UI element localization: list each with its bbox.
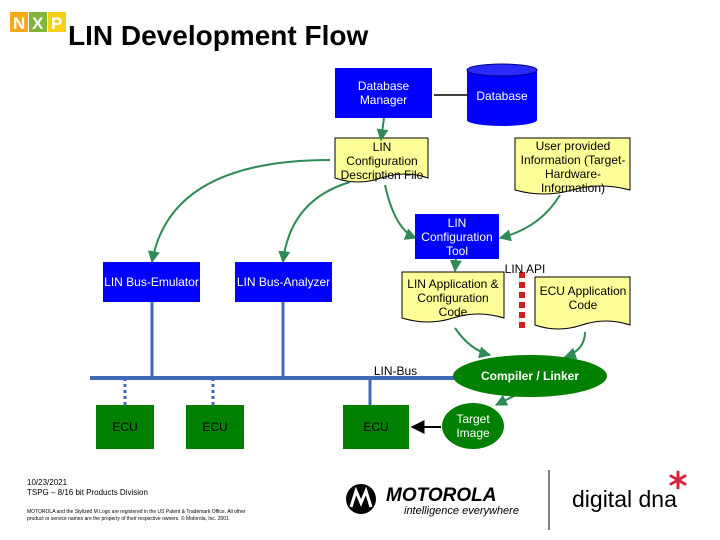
arrow-ldf-to-emulator <box>147 159 331 264</box>
bus-analyzer-label: LIN Bus-Analyzer <box>236 275 331 289</box>
bus-emulator-label: LIN Bus-Emulator <box>104 275 199 289</box>
target-image-ellipse <box>442 403 504 449</box>
compiler-ellipse <box>453 355 607 397</box>
compiler-linker-label: Compiler / Linker <box>480 369 580 383</box>
page-title: LIN Development Flow <box>68 20 369 51</box>
ecu-box-3: ECU <box>343 405 409 449</box>
arrow-dbmanager-to-ldf <box>376 117 389 142</box>
database-box: Database <box>467 78 537 114</box>
database-label: Database <box>476 89 528 103</box>
arrow-ldf-to-configtool <box>384 184 418 240</box>
ldf-note-shape <box>334 137 429 183</box>
target-image-label: Target Image <box>456 412 490 440</box>
bus-analyzer-box: LIN Bus-Analyzer <box>235 262 332 302</box>
footer-division: TSPG – 8/16 bit Products Division <box>27 488 148 497</box>
logo-letter-x: X <box>32 14 44 33</box>
config-tool-label: LIN Configuration Tool <box>421 215 493 258</box>
ecu-app-note-shape <box>534 276 631 330</box>
target-image-node: Target Image <box>442 406 504 446</box>
arrow-ecuapp-to-compiler <box>563 331 586 360</box>
arrow-configtool-to-appcode <box>449 258 462 273</box>
lin-bus-label: LIN-Bus <box>373 364 418 378</box>
footer-legal-1: MOTOROLA and the Stylized M Logo are reg… <box>27 509 246 515</box>
nxp-logo: N X P <box>10 8 68 36</box>
logo-letter-n: N <box>13 14 25 33</box>
footer-date: 10/23/2021 <box>27 478 68 487</box>
config-tool-box: LIN Configuration Tool <box>415 214 499 259</box>
database-cylinder <box>466 63 538 126</box>
database-manager-label: Database Manager <box>357 79 410 107</box>
lin-api-label: LIN API <box>504 262 546 276</box>
logo-letter-p: P <box>51 14 62 33</box>
ecu-box-2: ECU <box>186 405 244 449</box>
digitaldna-wordmark: digital dna <box>572 486 677 512</box>
user-info-note: User provided Information (Target-Hardwa… <box>520 139 626 195</box>
app-config-note-shape <box>401 271 505 323</box>
arrow-userinfo-to-configtool <box>498 194 561 242</box>
ecu-box-1: ECU <box>96 405 154 449</box>
arrow-ldf-to-analyzer <box>278 181 351 264</box>
motorola-wordmark: MOTOROLA <box>386 485 497 506</box>
app-config-note: LIN Application & Configuration Code <box>407 277 499 319</box>
bus-emulator-box: LIN Bus-Emulator <box>103 262 200 302</box>
motorola-logo-icon <box>345 483 377 515</box>
ecu-app-note: ECU Application Code <box>539 284 627 312</box>
user-info-note-shape <box>514 137 631 195</box>
ecu-label-3: ECU <box>363 420 389 434</box>
motorola-tagline: intelligence everywhere <box>404 505 519 517</box>
dna-star-icon <box>668 470 688 490</box>
database-manager-box: Database Manager <box>335 68 432 118</box>
ecu-label-1: ECU <box>112 420 138 434</box>
ecu-label-2: ECU <box>202 420 228 434</box>
footer-legal-2: product or service names are the propert… <box>27 516 229 522</box>
arrow-appcode-to-compiler <box>454 327 492 359</box>
compiler-linker-node: Compiler / Linker <box>455 362 605 390</box>
ldf-note: LIN Configuration Description File <box>340 140 424 182</box>
